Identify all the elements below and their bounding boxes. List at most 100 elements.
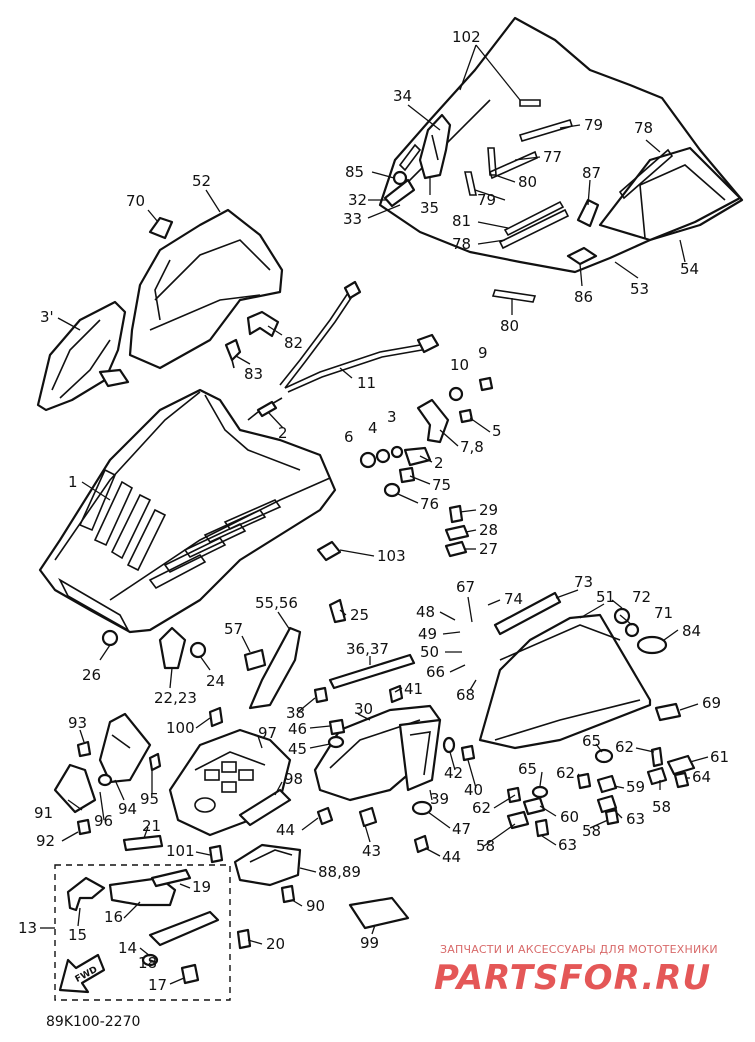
part-label: 78 [634, 119, 653, 137]
part-label: 44 [276, 821, 295, 839]
part-label: 58 [476, 837, 495, 855]
part-label: 1 [68, 473, 78, 491]
part-label: 59 [626, 778, 645, 796]
part-label: 81 [452, 212, 471, 230]
part-label: 70 [126, 192, 145, 210]
part-label: 75 [432, 476, 451, 494]
part-label: 4 [368, 419, 378, 437]
part-label: 51 [596, 588, 615, 606]
part-label: 3' [40, 308, 54, 326]
lower-side-panel-part [478, 591, 682, 750]
part-label: 76 [420, 495, 439, 513]
part-label: 79 [584, 116, 603, 134]
part-label: 28 [479, 521, 498, 539]
part-label: 24 [206, 672, 225, 690]
part-label: 45 [288, 740, 307, 758]
console-part [168, 728, 292, 837]
part-label: 33 [343, 210, 362, 228]
part-label: 72 [632, 588, 651, 606]
part-label: 47 [452, 820, 471, 838]
part-label: 36,37 [346, 640, 389, 658]
part-label: 62 [556, 764, 575, 782]
part-label: 43 [362, 842, 381, 860]
windshield-part [378, 16, 744, 303]
part-label: 15 [68, 926, 87, 944]
side-panel-part [128, 208, 284, 370]
part-label: 5 [492, 422, 502, 440]
part-label: 13 [18, 919, 37, 937]
part-label: 18 [138, 954, 157, 972]
part-label: 99 [360, 934, 379, 952]
part-label: 80 [518, 173, 537, 191]
side-trim-part [36, 300, 130, 412]
part-label: 68 [456, 686, 475, 704]
cable-part [247, 280, 440, 421]
part-label: 3 [387, 408, 397, 426]
part-label: 27 [479, 540, 498, 558]
part-label: 58 [582, 822, 601, 840]
kit-box-part [54, 844, 252, 1001]
part-label: 78 [452, 235, 471, 253]
part-label: 19 [192, 878, 211, 896]
part-label: 62 [615, 738, 634, 756]
part-label: 48 [416, 603, 435, 621]
part-label: 29 [479, 501, 498, 519]
part-label: 50 [420, 643, 439, 661]
part-label: 34 [393, 87, 412, 105]
tray-part [233, 843, 302, 904]
part-label: 100 [166, 719, 195, 737]
part-label: 64 [692, 768, 711, 786]
part-label: 80 [500, 317, 519, 335]
part-label: 41 [404, 680, 423, 698]
part-label: 73 [574, 573, 593, 591]
part-label: 62 [472, 799, 491, 817]
part-label: 85 [345, 163, 364, 181]
part-label: 46 [288, 720, 307, 738]
part-label: 92 [36, 832, 55, 850]
part-label: 32 [348, 191, 367, 209]
part-label: 71 [654, 604, 673, 622]
part-label: 86 [574, 288, 593, 306]
part-label: 10 [450, 356, 469, 374]
part-label: 2 [434, 454, 444, 472]
part-label: 98 [284, 770, 303, 788]
part-label: 55,56 [255, 594, 298, 612]
leader-lines [40, 44, 709, 985]
part-label: 67 [456, 578, 475, 596]
part-label: 52 [192, 172, 211, 190]
part-label: 54 [680, 260, 699, 278]
part-label: 84 [682, 622, 701, 640]
part-label: 66 [426, 663, 445, 681]
part-label: 97 [258, 724, 277, 742]
part-label: 30 [354, 700, 373, 718]
part-label: 17 [148, 976, 167, 994]
part-label: 79 [477, 191, 496, 209]
part-label: 58 [652, 798, 671, 816]
part-label: 35 [420, 199, 439, 217]
part-label: 91 [34, 804, 53, 822]
document-code: 89K100-2270 [46, 1014, 141, 1030]
part-label: 49 [418, 625, 437, 643]
part-label: 82 [284, 334, 303, 352]
part-number-labels: 102 34 85 32 33 35 79 77 80 79 78 87 81 … [18, 28, 729, 994]
part-label: 14 [118, 939, 137, 957]
part-label: 83 [244, 365, 263, 383]
part-label: 94 [118, 800, 137, 818]
part-label: 16 [104, 908, 123, 926]
part-label: 2 [278, 424, 288, 442]
part-label: 65 [518, 760, 537, 778]
part-label: 20 [266, 935, 285, 953]
part-label: 38 [286, 704, 305, 722]
part-label: 60 [560, 808, 579, 826]
part-label: 101 [166, 842, 195, 860]
part-label: 21 [142, 817, 161, 835]
part-label: 9 [478, 344, 488, 362]
part-label: 103 [377, 547, 406, 565]
part-label: 11 [357, 374, 376, 392]
part-label: 87 [582, 164, 601, 182]
part-label: 53 [630, 280, 649, 298]
watermark-tagline: ЗАПЧАСТИ И АКСЕССУАРЫ ДЛЯ МОТОТЕХНИКИ [440, 943, 718, 956]
part-label: 6 [344, 428, 354, 446]
part-label: 93 [68, 714, 87, 732]
